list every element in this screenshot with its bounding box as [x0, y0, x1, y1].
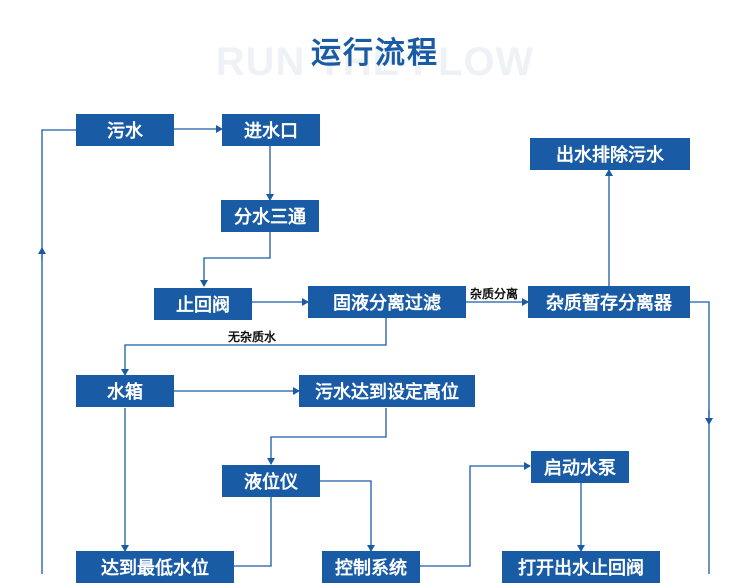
node-level-gauge: 液位仪	[222, 465, 320, 497]
node-control-system: 控制系统	[322, 551, 420, 583]
node-start-pump: 启动水泵	[531, 451, 629, 483]
node-tee: 分水三通	[221, 200, 319, 232]
connector-filter-tank	[121, 318, 387, 376]
node-lowest-level: 达到最低水位	[76, 551, 234, 583]
connector-control-pump	[420, 462, 531, 567]
node-sewage: 污水	[76, 114, 174, 146]
node-separation-filter: 固液分离过滤	[308, 286, 466, 318]
connector-highlevel-gauge	[267, 408, 387, 465]
connector-separator-right	[690, 301, 710, 574]
node-high-level: 污水达到设定高位	[299, 375, 475, 407]
subtitle-watermark: RUN THE FLOW	[215, 40, 535, 84]
node-water-tank: 水箱	[76, 375, 174, 407]
connector-gauge-control	[320, 480, 375, 552]
page-title: 运行流程	[311, 36, 439, 71]
node-open-valve: 打开出水止回阀	[502, 551, 660, 583]
node-inlet: 进水口	[222, 114, 320, 146]
connector-lowest-gauge	[234, 497, 272, 567]
edge-label-impurity-separation: 杂质分离	[470, 287, 519, 301]
connector-left-loop	[41, 129, 76, 574]
connector-tee-checkvalve	[200, 232, 271, 287]
node-outlet-discharge: 出水排除污水	[530, 138, 690, 170]
node-check-valve: 止回阀	[154, 288, 252, 320]
edge-label-no-impurity-water: 无杂质水	[228, 330, 277, 344]
node-impurity-separator: 杂质暂存分离器	[528, 286, 690, 318]
